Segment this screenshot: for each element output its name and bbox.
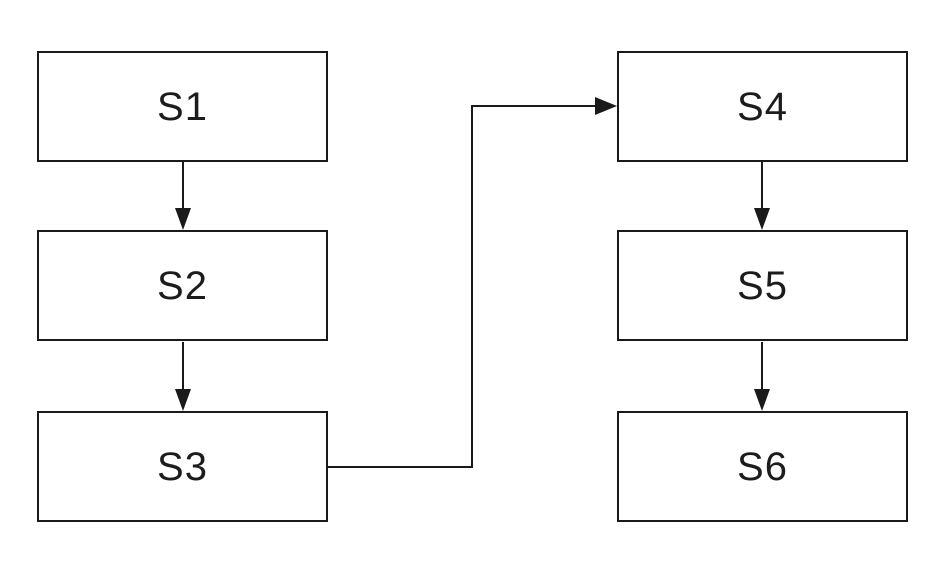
- flow-box-s5: S5: [617, 230, 908, 341]
- arrow-s4-s5-line: [761, 162, 763, 210]
- arrow-s3-s4-top-segment: [471, 105, 596, 107]
- flow-box-s4: S4: [617, 51, 908, 162]
- flow-box-s6-label: S6: [737, 444, 788, 489]
- flow-box-s2: S2: [37, 230, 328, 341]
- flow-box-s5-label: S5: [737, 263, 788, 308]
- flow-box-s3-label: S3: [157, 444, 208, 489]
- arrow-s2-s3-line: [182, 342, 184, 390]
- arrow-s5-s6-line: [761, 342, 763, 390]
- arrowhead-down-icon: [175, 208, 191, 230]
- arrow-s3-s4-horizontal-segment: [328, 466, 473, 468]
- flow-box-s1: S1: [37, 51, 328, 162]
- arrowhead-right-icon: [595, 97, 617, 115]
- arrowhead-down-icon: [754, 389, 770, 411]
- arrowhead-down-icon: [175, 389, 191, 411]
- arrowhead-down-icon: [754, 208, 770, 230]
- arrow-s1-s2-line: [182, 162, 184, 210]
- flow-box-s1-label: S1: [157, 84, 208, 129]
- flow-box-s6: S6: [617, 411, 908, 522]
- arrow-s3-s4-vertical-segment: [471, 105, 473, 468]
- flow-box-s3: S3: [37, 411, 328, 522]
- flow-box-s2-label: S2: [157, 263, 208, 308]
- flow-box-s4-label: S4: [737, 84, 788, 129]
